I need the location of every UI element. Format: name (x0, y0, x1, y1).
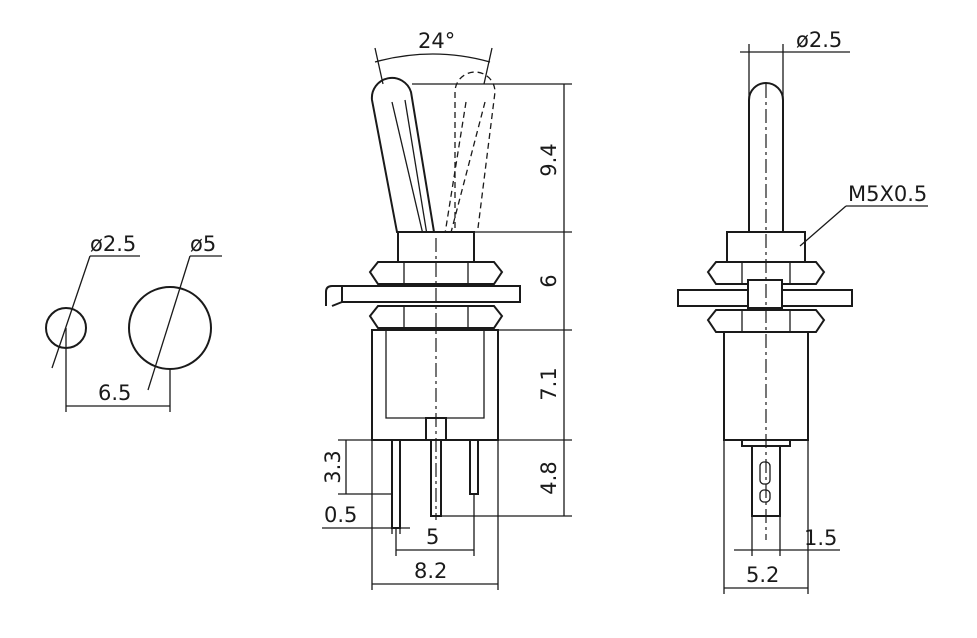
toggle-lever (370, 76, 436, 233)
plate-tab (325, 285, 342, 306)
large-hole-circle (128, 286, 212, 370)
panel-cutout-view: ø2.5 ø5 6.5 (45, 232, 222, 412)
large-hole-leader (147, 255, 191, 391)
terminal-left (391, 439, 401, 529)
small-hole-leader (51, 255, 91, 369)
thread-leader (799, 205, 847, 247)
lever-height-label: 9.4 (537, 143, 561, 176)
side-lever-dia-label: ø2.5 (796, 28, 842, 52)
bushing-height-label: 6 (537, 274, 561, 287)
side-body-width-label: 5.2 (746, 563, 779, 587)
thread-spec-label: M5X0.5 (848, 182, 927, 206)
small-hole-dia-label: ø2.5 (90, 232, 136, 256)
lever-alt-position (454, 71, 496, 229)
angle-label: 24° (418, 29, 455, 53)
terminal-right (469, 439, 479, 495)
large-hole-dia-label: ø5 (190, 232, 216, 256)
side-terminal (751, 445, 781, 517)
terminal-pitch-label: 5 (426, 525, 439, 549)
spacing-label: 6.5 (98, 381, 131, 405)
body-height-label: 7.1 (537, 367, 561, 400)
mounting-plate (341, 285, 521, 303)
body-width-label: 8.2 (414, 559, 447, 583)
terminal-exposed-label: 3.3 (321, 450, 345, 483)
terminal-thickness-label: 0.5 (324, 503, 357, 527)
angle-arc (374, 53, 491, 63)
side-view: ø2.5 M5X0.5 1.5 5.2 (677, 28, 928, 594)
front-view: 24° 9.4 6 7.1 4.8 3.3 0.5 5 8.2 (321, 29, 572, 590)
terminal-length-label: 4.8 (537, 461, 561, 494)
side-terminal-width-label: 1.5 (804, 526, 837, 550)
